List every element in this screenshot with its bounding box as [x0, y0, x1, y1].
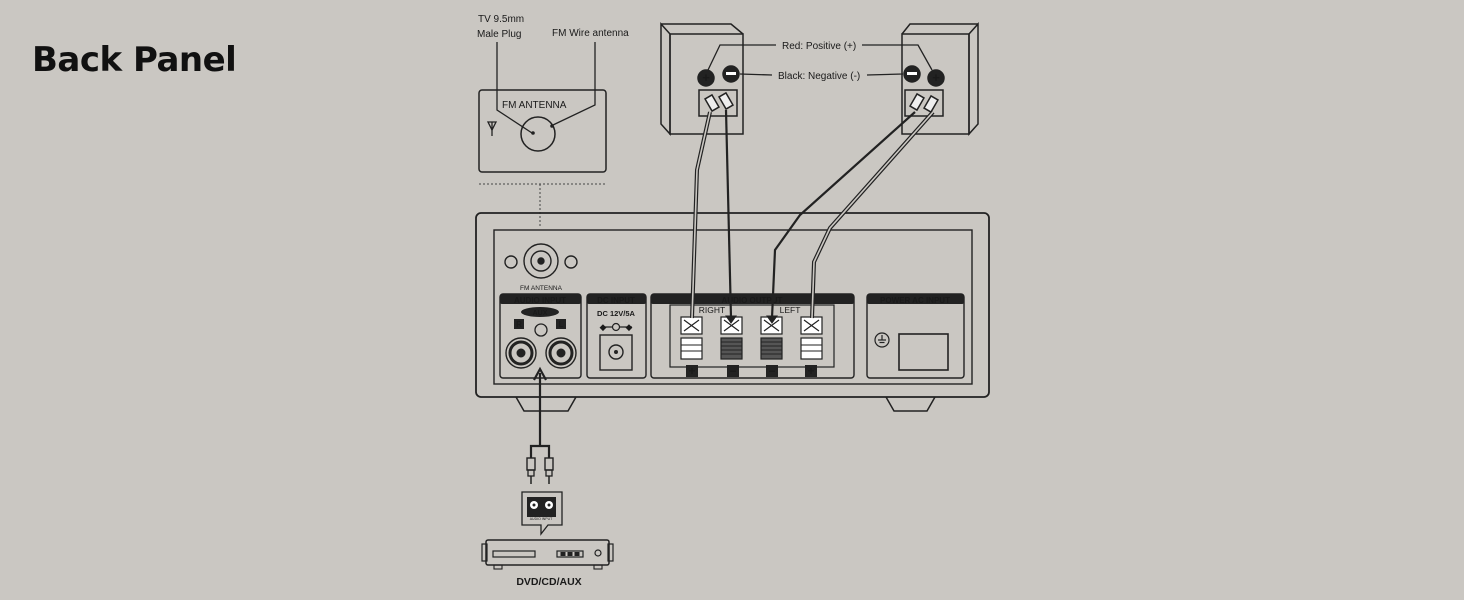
black-negative-callout: Black: Negative (-) [778, 71, 860, 82]
svg-text:+: + [932, 70, 940, 85]
speaker-callout-leaders [707, 44, 933, 76]
rca-cable [526, 366, 554, 484]
polarity-2: − [729, 364, 736, 378]
left-label: LEFT [780, 305, 801, 315]
terminal-right-positive [680, 316, 703, 360]
dc-input-section: DC INPUT DC 12V/5A ◆ ◆ [586, 293, 647, 379]
terminal-left-positive [800, 316, 823, 360]
fm-antenna-inset: FM ANTENNA [478, 89, 607, 228]
dvd-cd-aux-label: DVD/CD/AUX [516, 576, 581, 588]
dc-input-label: DC INPUT [597, 296, 635, 305]
dc-polarity-icon: ◆ ◆ [600, 322, 633, 332]
fm-antenna-jack [504, 243, 578, 279]
source-jack-inset: AUDIO INPUT [521, 491, 563, 536]
dvd-player [481, 539, 614, 570]
page-title: Back Panel [32, 40, 237, 80]
svg-text:◆: ◆ [600, 322, 607, 332]
power-ac-label: POWER AC INPUT [880, 296, 950, 305]
rca-jack-r [505, 337, 537, 369]
audio-input-label: AUDIO INPUT [514, 296, 566, 305]
source-jack-label: AUDIO INPUT [530, 517, 553, 521]
tv-plug-callout-line1: TV 9.5mm [478, 14, 524, 25]
fm-wire-callout: FM Wire antenna [552, 28, 629, 39]
audio-output-label: AUDIO OUTPUT [722, 296, 783, 305]
polarity-3: − [768, 364, 775, 378]
l-label: L [559, 320, 564, 329]
left-speaker: + [901, 22, 979, 136]
polarity-markers: + − − + [686, 364, 817, 378]
polarity-1: + [688, 364, 695, 378]
audio-output-section: AUDIO OUTPUT RIGHT LEFT [650, 293, 855, 379]
speaker-wires [690, 109, 935, 324]
power-ac-section: POWER AC INPUT [866, 293, 965, 379]
aux-label: AUX [533, 310, 548, 317]
svg-text:+: + [702, 70, 710, 85]
red-positive-callout: Red: Positive (+) [782, 41, 856, 52]
dc-rating-label: DC 12V/5A [597, 309, 636, 318]
fm-inset-label: FM ANTENNA [502, 100, 567, 111]
fm-inset-jack [520, 116, 556, 152]
dc-jack [599, 334, 633, 371]
fm-wire-leader [552, 42, 596, 126]
ground-icon [874, 332, 890, 348]
svg-text:◆: ◆ [626, 322, 633, 332]
terminal-right-negative [720, 316, 743, 360]
right-speaker: + [660, 22, 744, 136]
right-label: RIGHT [699, 305, 725, 315]
tv-plug-leader [496, 42, 533, 134]
antenna-icon [486, 121, 498, 136]
r-label: R [516, 320, 522, 329]
polarity-4: + [807, 364, 814, 378]
audio-input-section: AUDIO INPUT AUX R L [499, 293, 582, 379]
rca-jack-l [545, 337, 577, 369]
amplifier-chassis [475, 212, 990, 412]
tv-plug-callout-line2: Male Plug [477, 29, 521, 40]
terminal-left-negative [760, 316, 783, 360]
power-socket [898, 333, 949, 371]
fm-antenna-panel-label: FM ANTENNA [520, 285, 563, 292]
